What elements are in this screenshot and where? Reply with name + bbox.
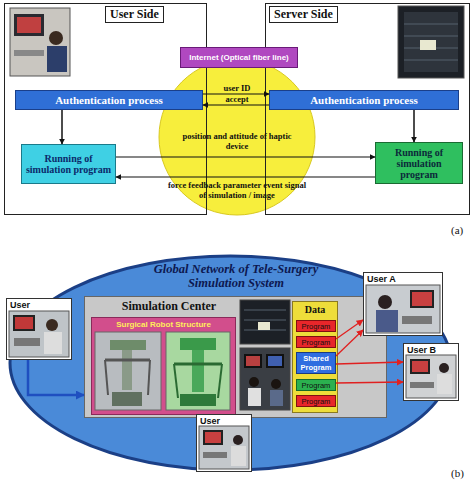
server-photo [404, 24, 458, 25]
node-text: User A [367, 274, 396, 284]
connector-arrow [203, 104, 269, 105]
process-box: Running of simulation program [21, 144, 116, 184]
server-photo [398, 6, 464, 78]
user-photo [14, 14, 44, 36]
center-box: Simulation CenterSurgical Robot Structur… [84, 296, 387, 418]
edge-label: accept [205, 95, 269, 105]
user-box: User A [363, 272, 443, 336]
user-photo [17, 17, 41, 33]
user-photo [47, 46, 67, 72]
network-ellipse: Global Network of Tele-Surgery Simulatio… [8, 254, 453, 472]
user-box: User [6, 298, 72, 360]
robot-panel: Surgical Robot Structure [91, 317, 236, 415]
edge-label: position and attitude of haptic device [177, 132, 297, 151]
node-text: Running of simulation program [24, 153, 113, 175]
program-box: Program [296, 379, 336, 391]
connector-arrow [116, 176, 375, 177]
node-text: Data [293, 304, 337, 315]
connector-arrow [116, 156, 375, 157]
connector-arrow [61, 110, 63, 144]
node-text: Program [302, 397, 331, 406]
program-box: Program [296, 336, 336, 348]
node-text: Server Side [269, 6, 338, 23]
node-text: Internet (Optical fiber line) [189, 53, 289, 62]
program-box: Shared Program [296, 352, 336, 374]
process-box: Running of simulation program [375, 142, 463, 184]
process-box: Authentication process [15, 90, 203, 110]
node-text: Shared Program [299, 354, 333, 372]
user-photo [10, 8, 70, 76]
node-text: Program [302, 381, 331, 390]
program-box: Program [296, 395, 336, 407]
panel-label: (b) [451, 467, 464, 479]
node-text: User Side [105, 6, 164, 23]
node-text: Program [302, 338, 331, 347]
data-box: DataProgramProgramShared ProgramProgramP… [292, 301, 338, 413]
user-box: User [196, 414, 252, 472]
node-text: Program [302, 322, 331, 331]
node-text: Running of simulation program [378, 147, 460, 180]
server-photo [398, 6, 464, 78]
user-box: User B [403, 343, 459, 401]
server-photo [420, 40, 436, 50]
server-photo [404, 60, 458, 61]
panel-label: (a) [451, 224, 463, 236]
network-circle [159, 59, 315, 215]
node-text: Surgical Robot Structure [92, 320, 235, 329]
process-box: Authentication process [269, 90, 459, 110]
user-photo [49, 31, 63, 45]
node-text: Authentication process [55, 94, 163, 106]
server-photo [404, 36, 458, 37]
user-photo [10, 8, 70, 76]
server-photo [404, 48, 458, 49]
node-text: Simulation Center [99, 299, 239, 314]
network-box: Internet (Optical fiber line) [180, 47, 298, 68]
node-text: Global Network of Tele-Surgery Simulatio… [136, 262, 336, 290]
node-text: Authentication process [310, 94, 418, 106]
node-text: User B [407, 345, 436, 355]
program-box: Program [296, 320, 336, 332]
node-text: User [200, 416, 220, 426]
server-photo [404, 12, 458, 72]
connector-arrow [413, 110, 415, 142]
user-photo [14, 50, 44, 56]
edge-label: user ID [205, 84, 269, 94]
node-text: User [10, 300, 30, 310]
edge-label: force feedback parameter event signal of… [167, 181, 307, 200]
